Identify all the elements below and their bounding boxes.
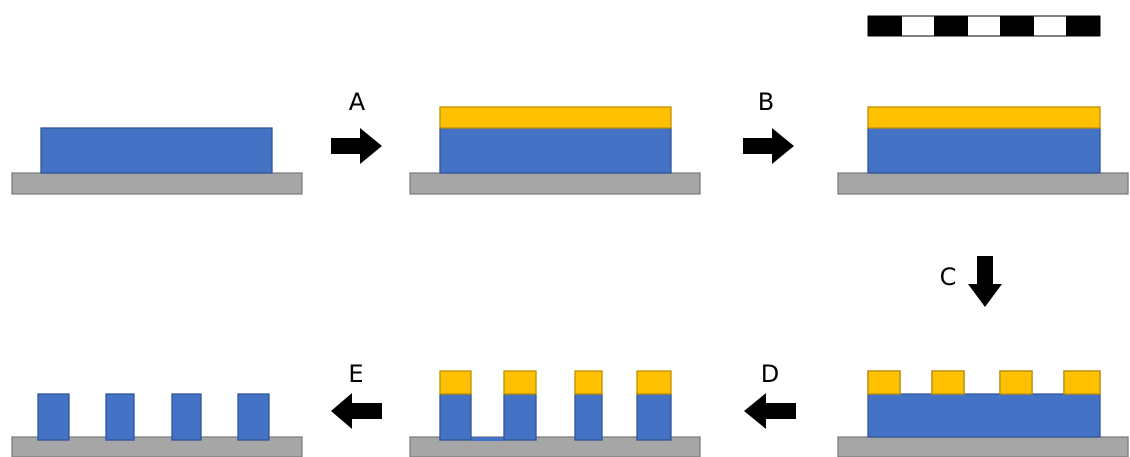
resist-block: [1063, 370, 1101, 395]
step-c-label: C: [940, 263, 957, 291]
step-b: B: [743, 88, 794, 164]
mask-dark-segment: [868, 16, 902, 36]
substrate-3: [837, 172, 1129, 195]
substrate-4: [837, 436, 1129, 457]
resist-cap: [574, 370, 603, 395]
step-c: C: [940, 256, 1002, 307]
resist-block: [999, 370, 1033, 395]
step-b-label: B: [758, 88, 774, 116]
substrate-1: [11, 172, 303, 195]
mask-light-segment: [1034, 16, 1066, 36]
photomask: [867, 15, 1101, 37]
stage-4-developed-resist: [837, 370, 1129, 457]
resist-cap: [503, 370, 537, 395]
polymer-layer-3: [867, 127, 1101, 174]
polymer-pillar: [439, 393, 472, 441]
substrate-6: [11, 436, 303, 457]
step-e: E: [331, 360, 382, 429]
step-e-arrow-icon: [331, 393, 382, 429]
resist-layer-3: [867, 106, 1101, 129]
step-b-arrow-icon: [743, 128, 794, 164]
mask-outline: [867, 15, 1101, 37]
polymer-pillar: [37, 393, 70, 441]
step-a-arrow-icon: [331, 128, 382, 164]
mask-light-segment: [902, 16, 934, 36]
stage-5-etched-with-resist: [409, 370, 701, 457]
step-d-arrow-icon: [744, 393, 796, 429]
polymer-layer-1: [40, 127, 273, 174]
substrate-5: [409, 436, 701, 457]
mask-dark-segment: [934, 16, 968, 36]
step-a-label: A: [349, 88, 366, 116]
mask-dark-segment: [1000, 16, 1034, 36]
step-c-arrow-icon: [968, 256, 1002, 307]
stage-1-polymer-on-substrate: [11, 127, 303, 195]
resist-cap: [636, 370, 672, 395]
polymer-pillar: [237, 393, 270, 441]
mask-dark-segment: [1066, 16, 1100, 36]
stage-3-exposure: [837, 106, 1129, 195]
step-d: D: [744, 360, 796, 429]
residual-polymer-5: [471, 437, 504, 441]
polymer-pillar: [503, 393, 537, 441]
polymer-pillar: [171, 393, 202, 441]
step-e-label: E: [348, 360, 363, 388]
polymer-pillar: [636, 393, 672, 441]
step-d-label: D: [761, 360, 779, 388]
polymer-pillar: [105, 393, 135, 441]
polymer-pillar: [574, 393, 603, 441]
resist-block: [867, 370, 901, 395]
mask-light-segment: [968, 16, 1000, 36]
polymer-layer-2: [439, 127, 672, 174]
stage-6-final-pillars: [11, 393, 303, 457]
step-a: A: [331, 88, 382, 164]
resist-cap: [439, 370, 472, 395]
substrate-2: [409, 172, 701, 195]
resist-block: [931, 370, 965, 395]
stage-2-resist-coated: [409, 106, 701, 195]
resist-layer-2: [439, 106, 672, 129]
